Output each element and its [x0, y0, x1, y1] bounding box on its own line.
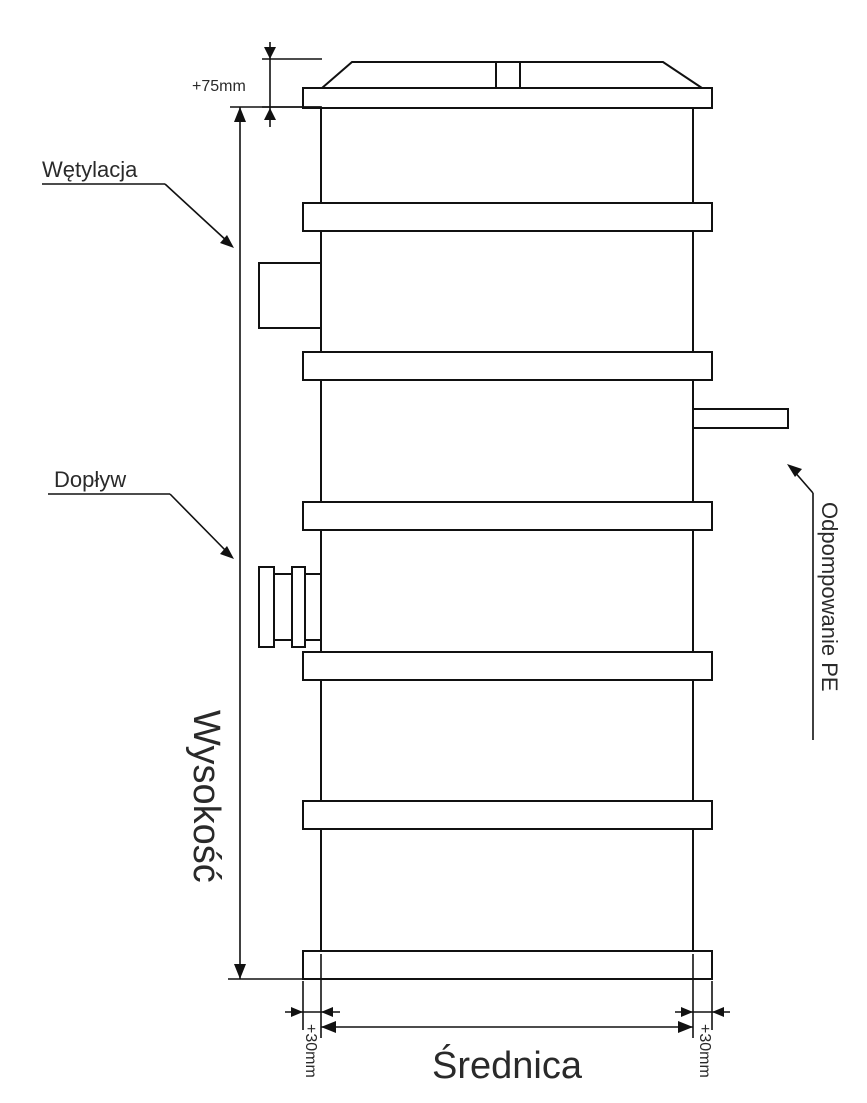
reinforcement-ring: [302, 501, 713, 531]
ventilation-port: [258, 262, 322, 329]
arrowhead: [681, 1007, 693, 1017]
arrowhead: [264, 47, 276, 59]
diameter-label: Średnica: [432, 1042, 583, 1087]
reinforcement-ring: [302, 202, 713, 232]
lid-vent-stub: [495, 61, 521, 89]
inflow-pipe: [258, 566, 322, 648]
reinforcement-ring: [302, 351, 713, 381]
bottom-offset-left-label: +30mm: [302, 1024, 319, 1078]
top-offset-label: +75mm: [192, 78, 246, 95]
inflow-callout: Dopływ: [48, 467, 234, 559]
height-dimension: Wysokość: [185, 106, 321, 980]
height-label: Wysokość: [185, 710, 227, 883]
arrowhead: [321, 1007, 333, 1017]
arrowhead: [234, 107, 246, 122]
bottom-offset-right-label: +30mm: [696, 1024, 713, 1078]
outlet-label: Odpompowanie PE: [817, 502, 842, 692]
ventilation-callout: Wętylacja: [42, 157, 234, 248]
base-ring: [302, 950, 713, 980]
arrowhead: [220, 235, 234, 248]
inflow-flange: [291, 566, 306, 648]
outlet-pipe: [692, 408, 789, 429]
inflow-flange: [258, 566, 275, 648]
arrowhead: [678, 1021, 693, 1033]
inflow-label: Dopływ: [54, 467, 126, 492]
ventilation-label: Wętylacja: [42, 157, 138, 182]
arrowhead: [220, 546, 234, 559]
reinforcement-ring: [302, 800, 713, 830]
top-flange-ring: [302, 87, 713, 109]
tank: [258, 61, 789, 980]
arrowhead: [264, 108, 276, 120]
arrowhead: [234, 964, 246, 979]
arrowhead: [787, 464, 802, 477]
reinforcement-ring: [302, 651, 713, 681]
top-offset-dimension: +75mm: [192, 42, 322, 127]
arrowhead: [712, 1007, 724, 1017]
arrowhead: [321, 1021, 336, 1033]
diameter-dimension: Średnica +30mm +30mm: [285, 954, 730, 1087]
outlet-callout: Odpompowanie PE: [787, 464, 842, 740]
arrowhead: [291, 1007, 303, 1017]
